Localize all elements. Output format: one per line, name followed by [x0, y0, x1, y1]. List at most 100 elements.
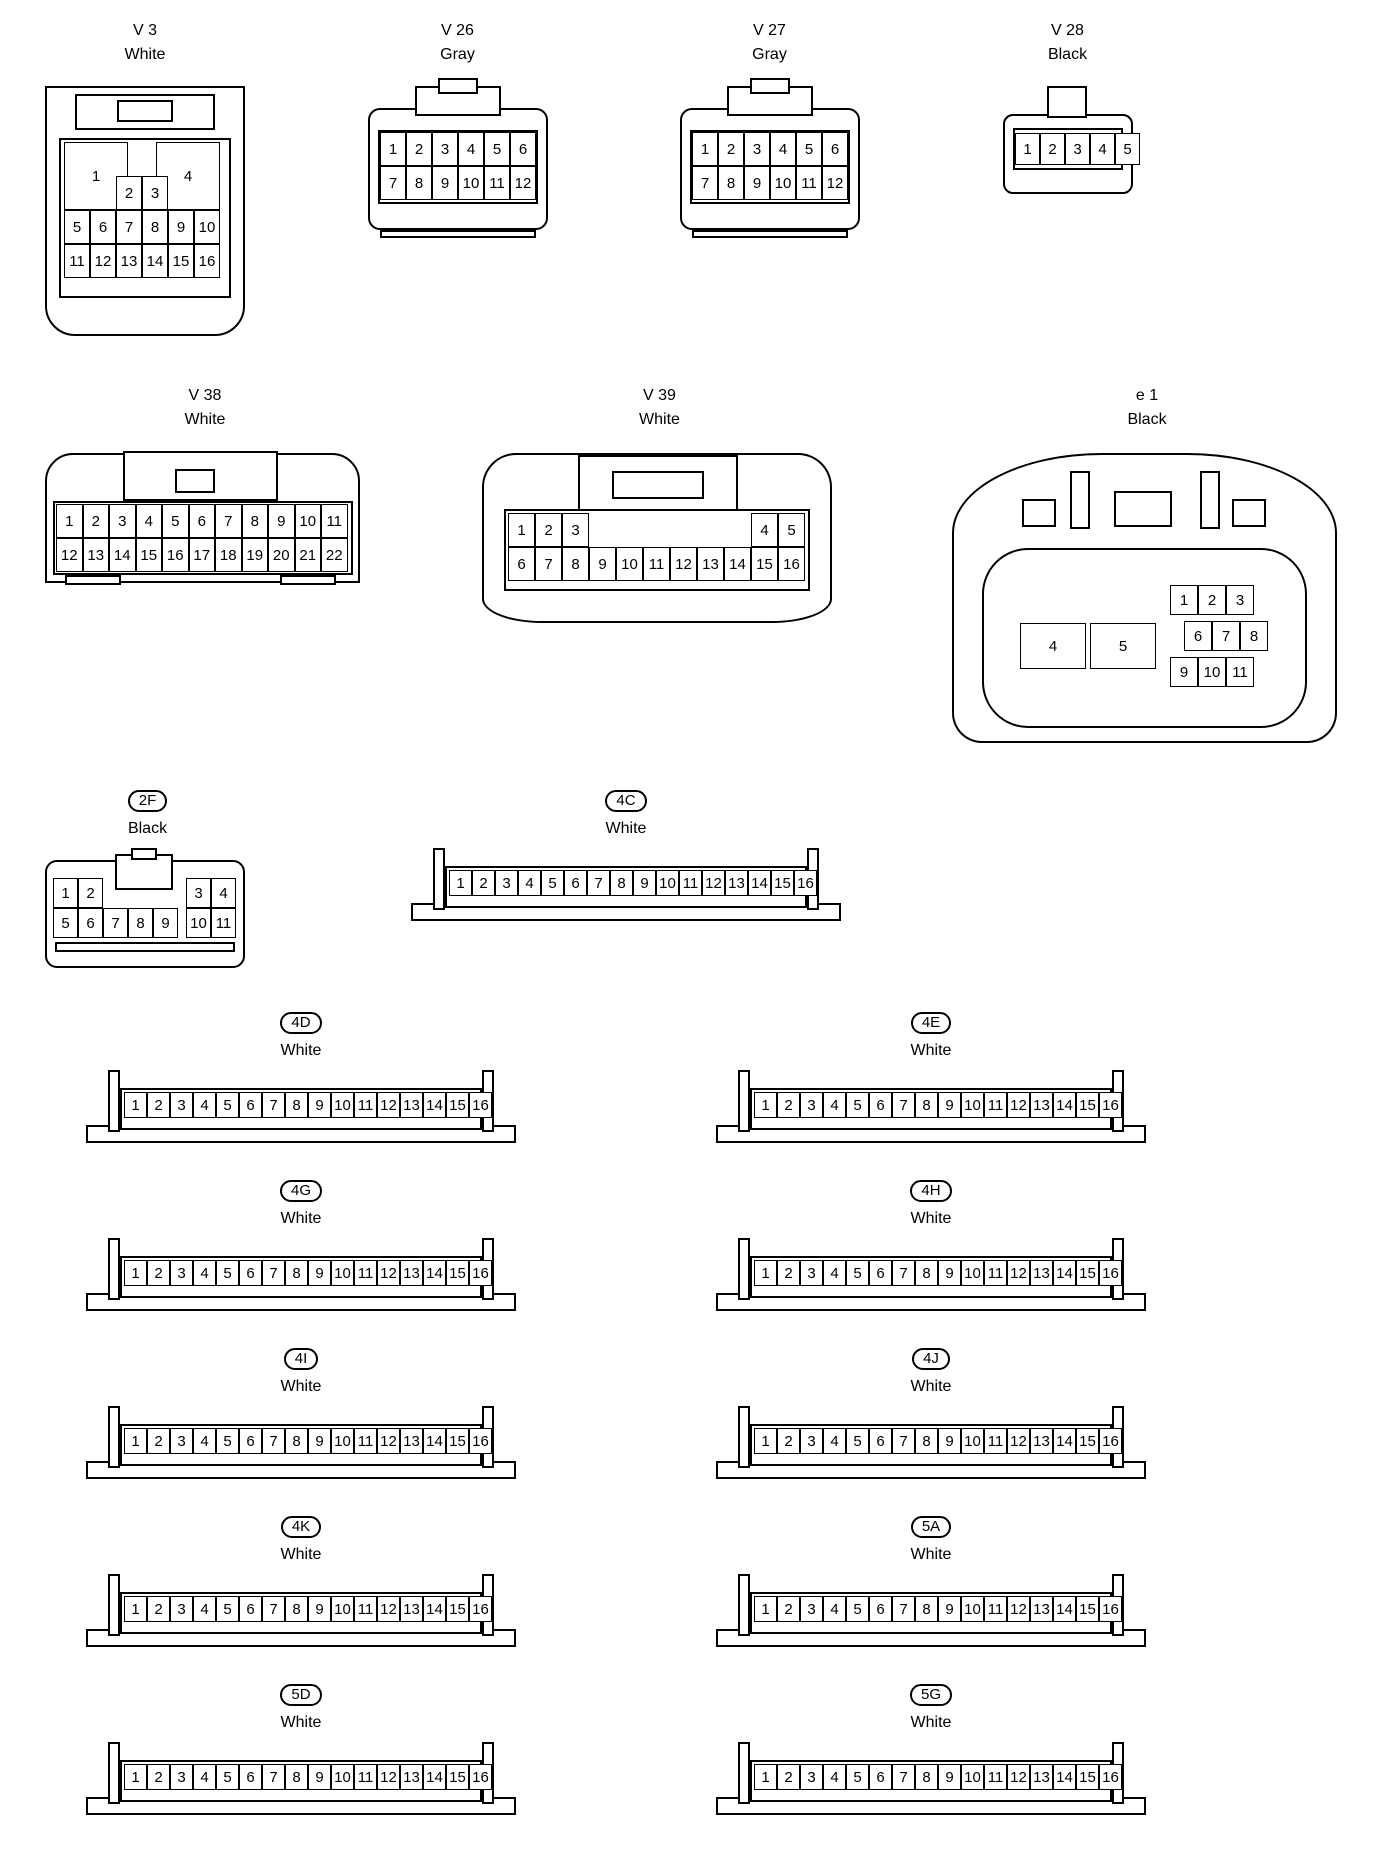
- pin-cell: 7: [587, 870, 610, 896]
- pin-cell: 10: [961, 1260, 984, 1286]
- pin-cell: 15: [446, 1260, 469, 1286]
- latch: [1047, 86, 1087, 118]
- pin-cell: 2: [147, 1428, 170, 1454]
- connector-color: White: [910, 1378, 952, 1395]
- pin-cell: 7: [692, 166, 718, 200]
- base-rail: [55, 942, 235, 952]
- pin-cell: 7: [262, 1764, 285, 1790]
- pin-cell: 6: [1184, 621, 1212, 651]
- pin-cell: 9: [938, 1092, 961, 1118]
- pin-cell: 14: [423, 1428, 446, 1454]
- pin-cell: 13: [1030, 1428, 1053, 1454]
- pin-cell: 9: [308, 1428, 331, 1454]
- pin-cell: 13: [82, 538, 109, 572]
- pin-cell: 5: [846, 1764, 869, 1790]
- pin-cell: 13: [400, 1596, 423, 1622]
- pin-cell: 18: [215, 538, 242, 572]
- pin-cell: 2: [147, 1764, 170, 1790]
- tab-left: [1022, 499, 1056, 527]
- pin-cell: 6: [869, 1092, 892, 1118]
- pin-cell: 13: [400, 1428, 423, 1454]
- left-rail: [108, 1406, 120, 1468]
- pin-cell: 11: [354, 1596, 377, 1622]
- pin-cell: 2: [535, 513, 562, 547]
- pin-cell: 15: [1076, 1428, 1099, 1454]
- pin-cell: 12: [510, 166, 536, 200]
- pin-cell: 14: [1053, 1764, 1076, 1790]
- pin-cell: 4: [193, 1596, 216, 1622]
- pin-cell: 8: [915, 1428, 938, 1454]
- pin-cell: 5: [216, 1428, 239, 1454]
- pin-cell: 8: [285, 1596, 308, 1622]
- pin-cell: 10: [458, 166, 484, 200]
- pin-cell: 4: [211, 878, 236, 908]
- pin-cell: 3: [170, 1428, 193, 1454]
- pin-cell: 9: [308, 1092, 331, 1118]
- pin-cell: 3: [495, 870, 518, 896]
- pin-cell: 14: [423, 1764, 446, 1790]
- connector-code: 4I: [283, 1348, 319, 1370]
- pin-cell: 7: [892, 1764, 915, 1790]
- pin-cell: 13: [1030, 1764, 1053, 1790]
- pin-cell: 11: [796, 166, 822, 200]
- pin-cell: 15: [446, 1596, 469, 1622]
- pin-cell: 10: [770, 166, 796, 200]
- pin-cell: 9: [938, 1260, 961, 1286]
- pin-cell: 10: [961, 1428, 984, 1454]
- pin-cell: 12: [702, 870, 725, 896]
- pin-cell: 4: [823, 1764, 846, 1790]
- pin-cell: 11: [643, 547, 670, 581]
- pin-cell: 11: [64, 244, 90, 278]
- pin-cell: 16: [194, 244, 220, 278]
- pin-cell: 5: [53, 908, 78, 938]
- pin-cell: 6: [510, 132, 536, 166]
- pin-cell: 7: [262, 1596, 285, 1622]
- pin-cell: 9: [938, 1428, 961, 1454]
- pin-cell: 6: [188, 504, 215, 538]
- pin-cell: 14: [109, 538, 136, 572]
- pin-cell: 5: [1090, 623, 1156, 669]
- pin-cell: 4: [770, 132, 796, 166]
- pin-cell: 2: [472, 870, 495, 896]
- left-rail: [108, 1070, 120, 1132]
- pin-cell: 10: [656, 870, 679, 896]
- pin-cell: 14: [748, 870, 771, 896]
- pin-cell: 11: [984, 1260, 1007, 1286]
- pin-cell: 3: [562, 513, 589, 547]
- pin-cell: 11: [354, 1260, 377, 1286]
- left-rail: [108, 1742, 120, 1804]
- pin-cell: 2: [777, 1428, 800, 1454]
- pin-cell: 22: [321, 538, 348, 572]
- pin-cell: 4: [1020, 623, 1086, 669]
- pin-cell: 13: [725, 870, 748, 896]
- left-rail: [738, 1742, 750, 1804]
- pin-cell: 2: [78, 878, 103, 908]
- pin-cell: 15: [1076, 1092, 1099, 1118]
- pin-cell: 1: [124, 1764, 147, 1790]
- pin-cell: 5: [846, 1596, 869, 1622]
- connector-color: White: [184, 411, 226, 428]
- connector-code: V 28: [1051, 22, 1084, 39]
- pin-cell: 8: [285, 1092, 308, 1118]
- left-rail: [738, 1070, 750, 1132]
- left-rail: [738, 1406, 750, 1468]
- pin-cell: 13: [1030, 1260, 1053, 1286]
- pin-cell: 5: [846, 1428, 869, 1454]
- pin-cell: 5: [216, 1764, 239, 1790]
- pin-cell: 5: [1115, 133, 1140, 165]
- base-rail: [692, 230, 848, 238]
- latch-tab: [750, 78, 790, 94]
- pin-cell: 9: [308, 1764, 331, 1790]
